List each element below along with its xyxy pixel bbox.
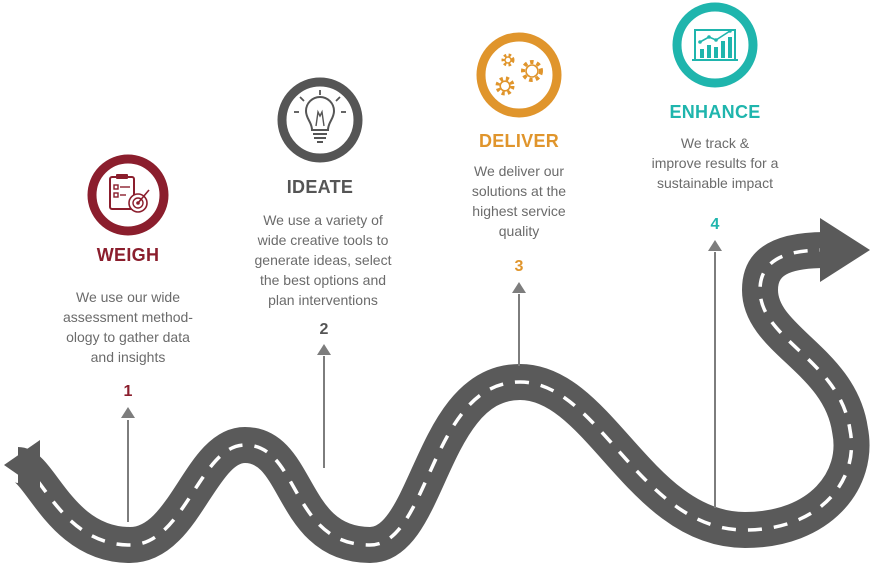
- step-1-title: WEIGH: [96, 245, 160, 265]
- step-3-number: 3: [514, 258, 524, 275]
- step-3-pointer: [512, 282, 526, 366]
- step-2-pointer: [317, 344, 331, 468]
- road-start-arrow-icon: [4, 440, 40, 490]
- clipboard-target-icon: [87, 154, 169, 236]
- road-center-dashes: [17, 248, 854, 547]
- step-1-number: 1: [123, 383, 133, 400]
- step-4-description: We track & improve results for a sustain…: [651, 135, 779, 191]
- step-2-title: IDEATE: [286, 177, 354, 197]
- step-1-description: We use our wide assessment method- ology…: [63, 289, 193, 365]
- gears-icon: [476, 32, 562, 118]
- road: [4, 218, 870, 563]
- step-4-number: 4: [710, 216, 720, 233]
- step-3-title: DELIVER: [478, 131, 560, 151]
- step-3-description: We deliver our solutions at the highest …: [471, 163, 567, 239]
- step-4-pointer: [708, 240, 722, 508]
- step-2-number: 2: [319, 321, 329, 338]
- growth-chart-icon: [672, 2, 758, 88]
- step-1-pointer: [121, 407, 135, 522]
- step-2-description: We use a variety of wide creative tools …: [254, 212, 392, 308]
- lightbulb-icon: [277, 77, 363, 163]
- step-4-title: ENHANCE: [669, 102, 761, 122]
- road-end-arrow-icon: [820, 218, 870, 282]
